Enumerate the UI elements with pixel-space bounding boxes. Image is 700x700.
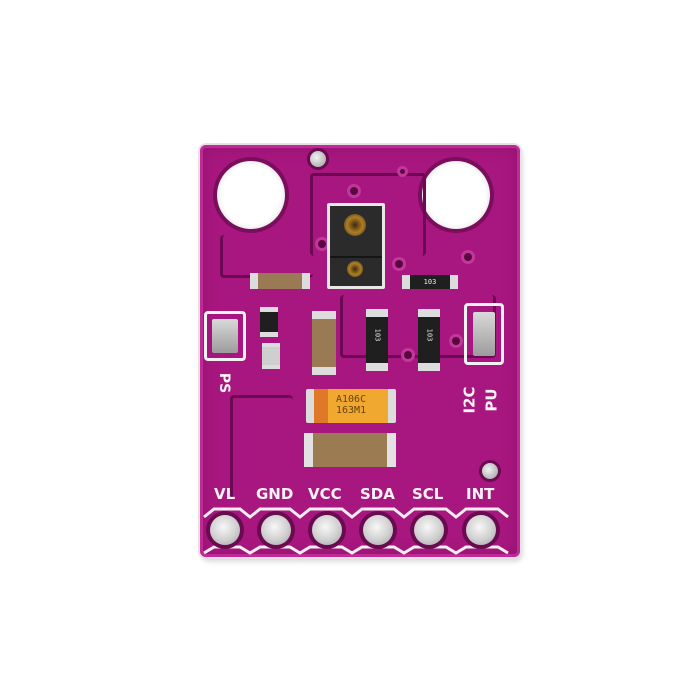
int-via <box>482 463 498 479</box>
resistor-mid-b: 103 <box>418 309 440 371</box>
i2c-pu-jumper-box <box>464 303 504 365</box>
pin-label-gnd: GND <box>256 485 294 503</box>
via <box>395 260 403 268</box>
sensor-lens-top <box>344 214 366 236</box>
ps-label: PS <box>216 372 233 394</box>
resistor-top-right: 103 <box>402 275 458 289</box>
pcb-board: 103 103 103 A106C 163M1 PS I2C PU VL GND… <box>200 145 520 557</box>
via <box>350 187 358 195</box>
pcb-trace <box>220 235 313 278</box>
pin-label-scl: SCL <box>412 485 444 503</box>
via <box>464 253 472 261</box>
tantalum-capacitor: A106C 163M1 <box>306 389 396 423</box>
ps-jumper-box <box>204 311 246 361</box>
via <box>318 240 326 248</box>
sensor-lens-bottom <box>347 261 363 277</box>
pin-label-vcc: VCC <box>308 485 342 503</box>
led-bottom <box>262 343 280 369</box>
capacitor-mid <box>312 311 336 375</box>
gesture-sensor-chip <box>327 203 385 289</box>
pin-label-vl: VL <box>214 485 236 503</box>
pin-label-sda: SDA <box>360 485 395 503</box>
pu-label: PU <box>482 388 501 412</box>
i2c-pu-solder-jumper <box>473 312 495 356</box>
led-top <box>260 307 278 337</box>
pcb-trace <box>230 395 293 498</box>
via <box>404 351 412 359</box>
ps-solder-jumper <box>212 319 238 353</box>
silkscreen-zigzag <box>203 507 509 555</box>
i2c-label: I2C <box>460 386 479 414</box>
pin-pad-int <box>466 515 496 545</box>
pin-label-int: INT <box>466 485 495 503</box>
pin-pad-vl <box>210 515 240 545</box>
mounting-hole-left <box>217 161 285 229</box>
pcb-trace <box>310 173 426 256</box>
pin-pad-scl <box>414 515 444 545</box>
resistor-top-left <box>250 273 310 289</box>
via <box>400 169 405 174</box>
ceramic-capacitor <box>304 433 396 467</box>
resistor-mid-a: 103 <box>366 309 388 371</box>
silver-via <box>310 151 326 167</box>
pin-pad-sda <box>363 515 393 545</box>
via <box>452 337 460 345</box>
pin-pad-gnd <box>261 515 291 545</box>
pin-pad-vcc <box>312 515 342 545</box>
mounting-hole-right <box>422 161 490 229</box>
